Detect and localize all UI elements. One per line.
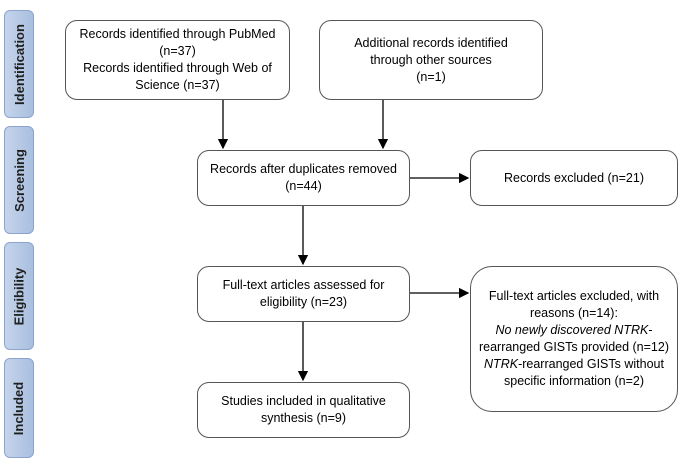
phase-included: Included: [4, 358, 34, 458]
ft-excluded-line4: rearranged GISTs provided (n=12): [478, 340, 670, 354]
fulltext-line1: Full-text articles assessed for: [222, 278, 385, 292]
phase-identification: Identification: [4, 10, 34, 118]
studies-included-box: Studies included in qualitative synthesi…: [197, 382, 410, 438]
pubmed-line1: Records identified through PubMed: [79, 27, 276, 41]
ft-excluded-line3: No newly discovered NTRK-: [495, 322, 652, 339]
duplicates-line1: Records after duplicates removed: [210, 162, 397, 176]
ft-excluded-line2: reasons (n=14):: [530, 306, 618, 320]
ft-excluded-line5-italic: NTRK: [484, 357, 519, 371]
ft-excluded-line1: Full-text articles excluded, with: [488, 289, 660, 303]
fulltext-assessed-box: Full-text articles assessed for eligibil…: [197, 266, 410, 322]
included-line2: synthesis (n=9): [260, 411, 347, 425]
additional-records-box: Additional records identified through ot…: [319, 20, 543, 100]
pubmed-line2: (n=37): [159, 44, 196, 58]
duplicates-line2: (n=44): [285, 179, 322, 193]
records-pubmed-wos-box: Records identified through PubMed (n=37)…: [65, 20, 290, 100]
additional-line1: Additional records identified: [354, 35, 508, 50]
duplicates-removed-box: Records after duplicates removed (n=44): [197, 150, 410, 206]
fulltext-line2: eligibility (n=23): [259, 295, 348, 309]
additional-line3: (n=1): [416, 69, 446, 84]
records-excluded-box: Records excluded (n=21): [470, 150, 678, 206]
wos-line1: Records identified through Web of: [83, 61, 272, 75]
phase-screening: Screening: [4, 126, 34, 234]
ft-excluded-line5-plain: -rearranged GISTs without: [518, 357, 664, 371]
wos-line2: Science (n=37): [135, 78, 220, 92]
additional-line2: through other sources: [370, 52, 492, 67]
fulltext-excluded-box: Full-text articles excluded, with reason…: [470, 266, 678, 412]
ft-excluded-line6: specific information (n=2): [504, 374, 644, 388]
excluded-text: Records excluded (n=21): [503, 170, 644, 185]
ft-excluded-line5: NTRK-rearranged GISTs without: [484, 356, 664, 373]
included-line1: Studies included in qualitative: [221, 394, 386, 408]
phase-eligibility: Eligibility: [4, 242, 34, 350]
ft-excluded-line3-plain: -: [648, 323, 653, 337]
ft-excluded-line3-italic: No newly discovered NTRK: [495, 323, 649, 337]
